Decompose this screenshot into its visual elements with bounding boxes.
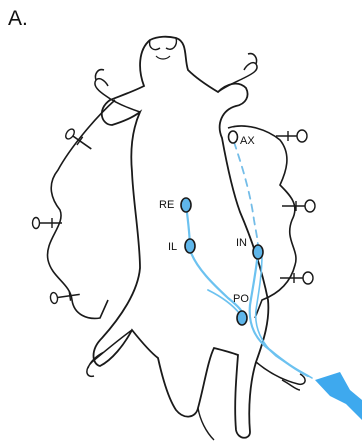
node-il — [185, 239, 195, 253]
right-hindlimb — [256, 362, 305, 390]
pin-icon — [50, 289, 81, 304]
panel-label: A. — [8, 7, 28, 31]
label-in: IN — [236, 237, 247, 249]
pin-icon — [282, 200, 315, 212]
node-in — [253, 245, 263, 259]
snout-tip — [156, 56, 170, 59]
blue-arrow-icon — [315, 372, 362, 420]
label-re: RE — [159, 199, 174, 211]
node-re — [181, 198, 191, 212]
label-il: IL — [168, 241, 177, 253]
pin-icon — [64, 127, 94, 153]
node-ax — [229, 131, 238, 143]
label-po: PO — [233, 293, 249, 305]
node-po — [237, 311, 247, 325]
left-skin-flap — [48, 100, 115, 318]
vessel-in-po-parallel — [256, 254, 312, 378]
pin-icon — [280, 272, 313, 284]
tail-base — [198, 408, 214, 440]
vessel-ax-in-dashed — [234, 142, 258, 248]
head-ears — [150, 38, 177, 50]
label-ax: AX — [240, 135, 255, 147]
